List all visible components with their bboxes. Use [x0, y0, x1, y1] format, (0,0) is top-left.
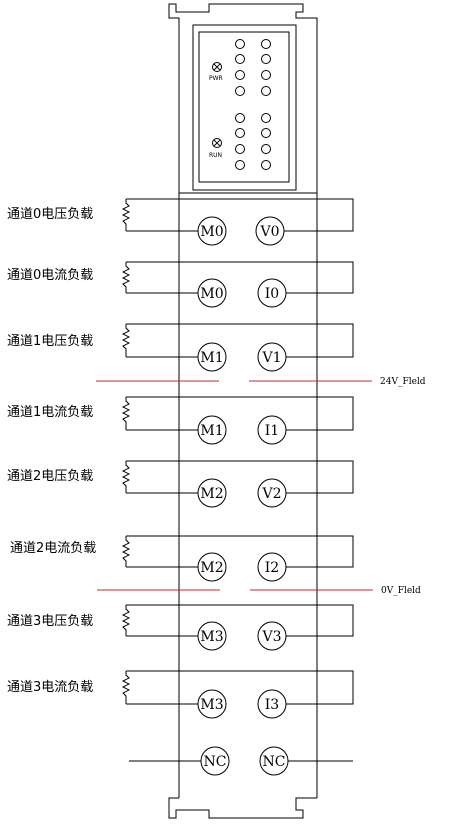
channel-row: 通道1电压负载 M1 V1 [7, 323, 354, 372]
terminal-right [257, 415, 287, 445]
status-led [235, 70, 245, 80]
rail-0v-label: 0V_Fleld [381, 586, 421, 596]
run-indicator [212, 138, 222, 148]
terminal-left [197, 552, 227, 582]
status-led-grid [235, 39, 271, 170]
module-body [168, 3, 318, 819]
channel-label: 通道1电压负载 [7, 334, 93, 349]
channel-row: 通道1电流负载 M1 I1 [7, 396, 354, 445]
status-led [235, 160, 245, 170]
terminal-right [257, 689, 287, 719]
status-led [235, 39, 245, 49]
rail-0v: 0V_Fleld [97, 586, 421, 596]
terminal-left [197, 415, 227, 445]
pwr-label: PWR [209, 75, 223, 82]
load-resistor [121, 397, 131, 430]
channel-label: 通道0电流负载 [7, 268, 93, 283]
load-resistor [121, 605, 131, 636]
status-led [261, 144, 271, 154]
terminal-left-label: M0 [200, 286, 223, 302]
run-label: RUN [209, 152, 222, 159]
terminal-right-label: I3 [265, 697, 279, 713]
terminal-left [197, 342, 227, 372]
terminal-left-label: M1 [200, 423, 223, 439]
terminal-left [197, 621, 227, 651]
terminal-left [197, 689, 227, 719]
terminal-right-label: V3 [261, 629, 281, 645]
load-wire-top [126, 323, 354, 358]
channel-label: 通道3电流负载 [7, 680, 93, 695]
load-wire-top [126, 460, 354, 494]
status-led [261, 39, 271, 49]
terminal-right-label: I1 [265, 423, 279, 439]
terminal-nc-left-label: NC [204, 754, 227, 770]
pwr-indicator [212, 62, 222, 72]
load-wire-top [126, 261, 354, 294]
rail-24v-label: 24V_Fleld [380, 377, 426, 387]
terminal-nc-right-label: NC [263, 754, 286, 770]
terminal-right [257, 621, 287, 651]
terminal-left [197, 278, 227, 308]
terminal-left-label: M3 [200, 629, 223, 645]
terminal-right-label: V1 [261, 350, 281, 366]
terminal-left [197, 216, 227, 246]
load-resistor [121, 199, 131, 231]
nc-row: NC NC [129, 746, 353, 776]
status-led [261, 160, 271, 170]
terminal-right-label: V2 [261, 486, 281, 502]
terminal-left-label: M2 [200, 486, 223, 502]
channel-label: 通道3电压负载 [7, 614, 93, 629]
channel-row: 通道0电压负载 M0 V0 [7, 198, 354, 246]
channel-row: 通道2电流负载 M2 I2 [10, 535, 354, 582]
terminal-right [257, 278, 287, 308]
terminal-left-label: M1 [200, 350, 223, 366]
channel-row: 通道2电压负载 M2 V2 [7, 460, 354, 508]
status-led [261, 113, 271, 123]
channel-row: 通道0电流负载 M0 I0 [7, 261, 354, 308]
channel-label: 通道2电压负载 [7, 469, 93, 484]
terminal-left-label: M2 [200, 560, 223, 576]
terminal-right-label: I2 [265, 560, 279, 576]
status-led [235, 113, 245, 123]
status-led [261, 54, 271, 64]
load-wire-top [126, 670, 354, 705]
terminal-right-label: I0 [265, 286, 279, 302]
load-wire-top [126, 535, 354, 568]
load-resistor [121, 324, 131, 357]
terminal-left-label: M3 [200, 697, 223, 713]
terminal-right-label: V0 [259, 224, 279, 240]
status-led [261, 70, 271, 80]
load-resistor [121, 262, 131, 293]
terminal-left-label: M0 [200, 224, 223, 240]
channel-row: 通道3电流负载 M3 I3 [7, 670, 354, 719]
terminal-right [257, 478, 287, 508]
load-resistor [121, 536, 131, 567]
status-panel [192, 24, 297, 191]
terminal-right [257, 342, 287, 372]
terminal-left [197, 478, 227, 508]
channel-label: 通道2电流负载 [10, 541, 96, 556]
rail-24v: 24V_Fleld [96, 377, 426, 387]
status-led [235, 144, 245, 154]
status-led [261, 86, 271, 96]
terminal-nc-right [259, 746, 289, 776]
channel-label: 通道1电流负载 [7, 405, 93, 420]
status-led [235, 54, 245, 64]
load-resistor [121, 461, 131, 493]
status-led [261, 128, 271, 138]
load-wire-top [126, 396, 354, 431]
terminal-nc-left [200, 746, 230, 776]
terminal-right [257, 552, 287, 582]
load-wire-top [126, 198, 354, 232]
load-wire-top [126, 604, 354, 637]
channel-row: 通道3电压负载 M3 V3 [7, 604, 354, 651]
status-led [235, 128, 245, 138]
terminal-right [255, 216, 285, 246]
status-led [235, 86, 245, 96]
channel-label: 通道0电压负载 [7, 207, 93, 222]
load-resistor [121, 671, 131, 704]
